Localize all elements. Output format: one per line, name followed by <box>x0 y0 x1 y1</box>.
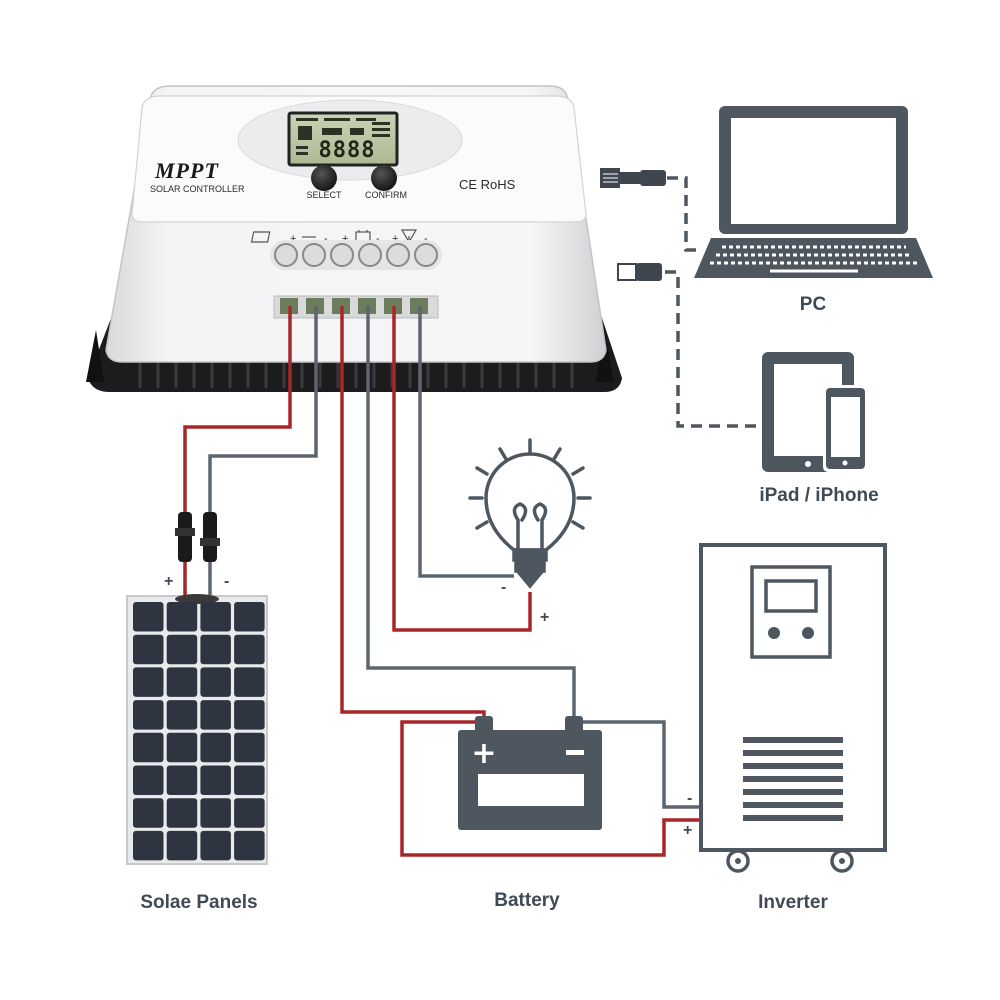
load-positive-wire <box>392 306 532 632</box>
solar-cell <box>234 700 265 730</box>
solar-cell <box>234 830 265 861</box>
load-negative-wire <box>418 306 514 578</box>
solar-cell <box>166 732 198 763</box>
solar-cell <box>200 765 231 795</box>
certification-label: CE RoHS <box>459 177 516 192</box>
solar-cell <box>133 634 164 665</box>
ethernet-plug-icon <box>600 168 666 188</box>
battery-minus-sign: - <box>376 233 380 245</box>
phone-icon <box>823 385 868 472</box>
solar-cell <box>200 830 231 861</box>
solar-cell <box>133 830 164 861</box>
load-minus-sign: - <box>424 233 428 245</box>
solar-cell <box>234 634 265 665</box>
solar-cell <box>133 732 164 763</box>
solar-cell <box>234 667 265 697</box>
panels-label: Solae Panels <box>140 892 257 913</box>
solar-cell <box>133 602 164 632</box>
screw-port <box>386 243 410 267</box>
screw-ports <box>270 240 442 270</box>
inverter-label: Inverter <box>758 892 828 913</box>
lcd-digits: 8888 <box>319 138 376 163</box>
solar-cell <box>133 798 164 828</box>
confirm-button[interactable] <box>371 165 397 191</box>
lcd-screen <box>287 111 399 167</box>
lcd-segments <box>296 118 390 155</box>
battery-label: Battery <box>494 890 560 911</box>
brand-logo: MPPT <box>154 158 219 183</box>
battery-minus-icon <box>566 750 584 755</box>
inverter-positive-wire <box>400 720 702 857</box>
solar-cell <box>166 765 198 795</box>
wiring <box>183 176 762 857</box>
screw-port <box>414 243 438 267</box>
select-button[interactable] <box>311 165 337 191</box>
battery-icon: + <box>458 716 602 830</box>
lamp-minus-sign: - <box>501 579 506 596</box>
solar-charge-controller: 8888 MPPT SOLAR CONTROLLER SELECT CONFIR… <box>86 85 622 392</box>
mounting-ear-right <box>596 330 614 382</box>
lamp-plus-sign: + <box>540 609 549 626</box>
solar-cell <box>133 700 164 730</box>
solar-cell <box>166 667 198 697</box>
inverter-negative-wire <box>574 720 702 809</box>
solar-cell <box>200 700 231 730</box>
solar-panel-cells <box>133 602 265 861</box>
mobile-label: iPad / iPhone <box>759 485 878 506</box>
solar-cell <box>234 602 265 632</box>
model-label: SOLAR CONTROLLER <box>150 184 245 194</box>
solar-cell <box>200 798 231 828</box>
panel-minus-sign: - <box>224 573 229 590</box>
solar-cell <box>234 765 265 795</box>
solar-cell <box>166 830 198 861</box>
screw-port <box>358 243 382 267</box>
solar-terminal-icon <box>250 231 316 243</box>
solar-cell <box>133 765 164 795</box>
solar-cell <box>166 700 198 730</box>
pc-label: PC <box>800 294 827 315</box>
screw-port <box>330 243 354 267</box>
mc4-connector-positive <box>178 512 192 562</box>
panel-negative-wire <box>208 306 318 512</box>
solar-cell <box>166 602 198 632</box>
battery-plus-icon: + <box>471 736 496 771</box>
solar-cell <box>234 798 265 828</box>
mc4-connector-negative <box>203 512 217 562</box>
solar-cell <box>200 602 231 632</box>
battery-plus-sign: + <box>342 233 348 245</box>
mc4-connectors <box>175 512 220 562</box>
panel-positive-wire <box>183 306 292 512</box>
confirm-button-label: CONFIRM <box>365 190 407 200</box>
solar-cell <box>200 667 231 697</box>
solar-cell <box>166 634 198 665</box>
inverter-icon <box>699 543 887 873</box>
inverter-vent <box>743 737 843 821</box>
screw-port <box>274 243 298 267</box>
solar-cell <box>234 732 265 763</box>
select-button-label: SELECT <box>306 190 342 200</box>
solar-cell <box>133 667 164 697</box>
usb-plug-icon <box>617 263 662 281</box>
solar-minus-sign: - <box>324 233 328 245</box>
solar-plus-sign: + <box>290 233 296 245</box>
laptop-icon <box>694 106 933 278</box>
solar-cell <box>200 634 231 665</box>
solar-cell <box>166 798 198 828</box>
inverter-plus-sign: + <box>683 822 692 839</box>
light-bulb-icon <box>468 438 592 589</box>
panel-plus-sign: + <box>164 573 173 590</box>
laptop-keyboard <box>710 245 918 273</box>
mobile-usb-cable <box>665 270 762 428</box>
battery-negative-wire <box>366 306 576 722</box>
pc-ethernet-cable <box>667 176 696 252</box>
wire-terminals <box>273 295 439 319</box>
mounting-ear-left <box>86 330 104 382</box>
screw-port <box>302 243 326 267</box>
solar-cell <box>200 732 231 763</box>
inverter-minus-sign: - <box>687 790 692 807</box>
load-plus-sign: + <box>392 233 398 245</box>
